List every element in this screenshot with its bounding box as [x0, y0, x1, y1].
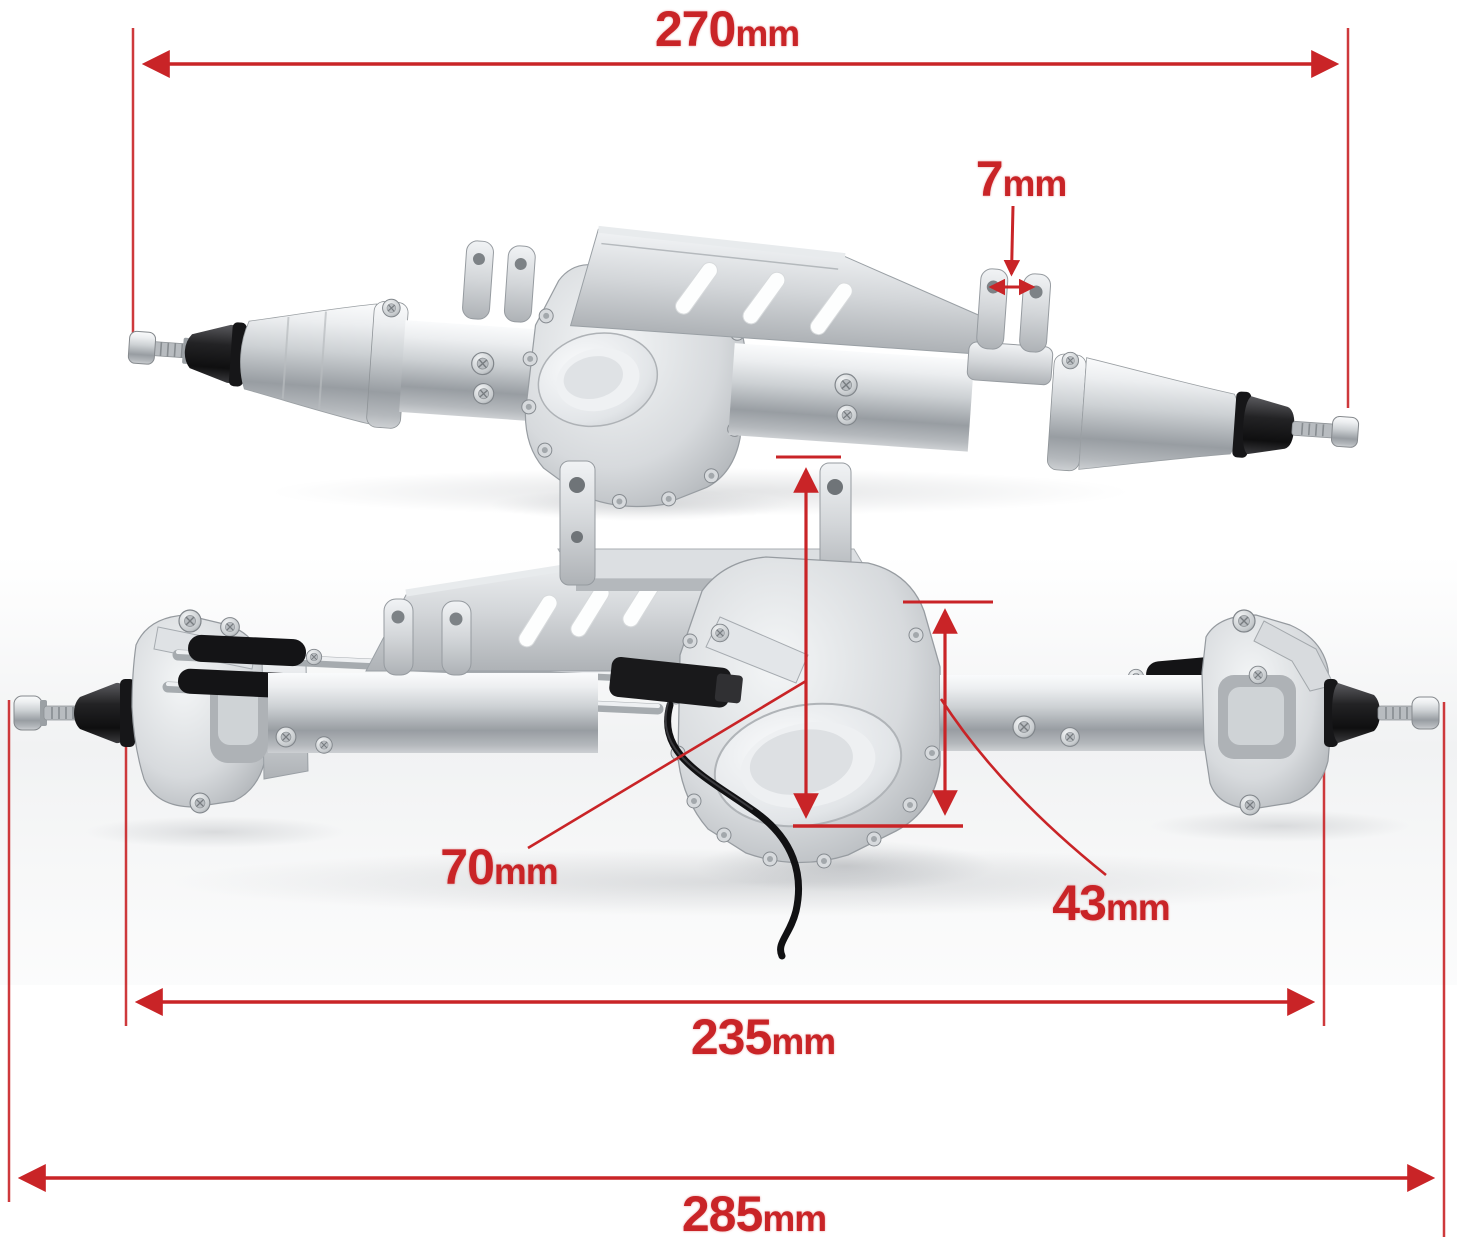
- rear-link-bracket-clamp: [966, 341, 1054, 386]
- dimension-label-235mm: 235mm: [690, 1009, 836, 1065]
- dimension-unit: mm: [771, 1021, 836, 1062]
- rear-truss-slots: [675, 262, 853, 336]
- rear-right-axle-tube: [728, 343, 975, 452]
- rear-upper-link-ears: [462, 240, 536, 323]
- dimension-value: 70: [440, 839, 495, 895]
- front-right-shaft: [1377, 705, 1415, 721]
- dimension-unit: mm: [762, 1198, 827, 1237]
- front-right-hex-nut: [1411, 696, 1440, 730]
- front-axle-illustration: [13, 460, 1440, 960]
- rear-left-axle-tube: [399, 320, 538, 422]
- leader-43: [939, 698, 1107, 877]
- dimension-unit: mm: [493, 851, 559, 892]
- dim-pointer-7: [1003, 205, 1021, 277]
- dimension-value: 43: [1052, 875, 1107, 931]
- rear-axle-illustration: [127, 225, 1360, 510]
- front-link-ears: [383, 598, 472, 676]
- rear-diff-cover: [537, 332, 659, 428]
- dimension-unit: mm: [735, 13, 800, 54]
- dimension-value: 270: [654, 1, 736, 57]
- rear-left-cone-tube: [240, 303, 378, 425]
- dimension-value: 7: [975, 151, 1004, 207]
- dimension-label-43mm: 43mm: [1052, 875, 1171, 931]
- leader-70: [527, 679, 807, 850]
- dimension-unit: mm: [1105, 887, 1171, 928]
- rear-left-black-coupler: [184, 324, 240, 383]
- dimension-value: 235: [690, 1009, 772, 1065]
- rear-right-hex-nut: [1330, 415, 1360, 448]
- front-right-black-coupler: [1332, 683, 1380, 743]
- front-left-hex-nut: [13, 695, 43, 731]
- dimension-label-70mm: 70mm: [440, 839, 559, 895]
- dimension-lines: [17, 50, 1436, 1192]
- front-left-black-coupler: [74, 682, 128, 744]
- dimension-unit: mm: [1002, 163, 1068, 204]
- dimension-label-270mm: 270mm: [654, 1, 800, 57]
- dimension-label-7mm: 7mm: [975, 151, 1068, 207]
- dimension-label-285mm: 285mm: [681, 1186, 827, 1237]
- rear-right-cone-tube: [1078, 357, 1241, 470]
- rear-right-black-coupler: [1242, 396, 1295, 455]
- dimension-value: 285: [681, 1186, 763, 1237]
- rear-right-shaft: [1291, 421, 1335, 439]
- rear-link-bracket-ears: [976, 268, 1052, 353]
- rear-left-hex-nut: [127, 330, 157, 365]
